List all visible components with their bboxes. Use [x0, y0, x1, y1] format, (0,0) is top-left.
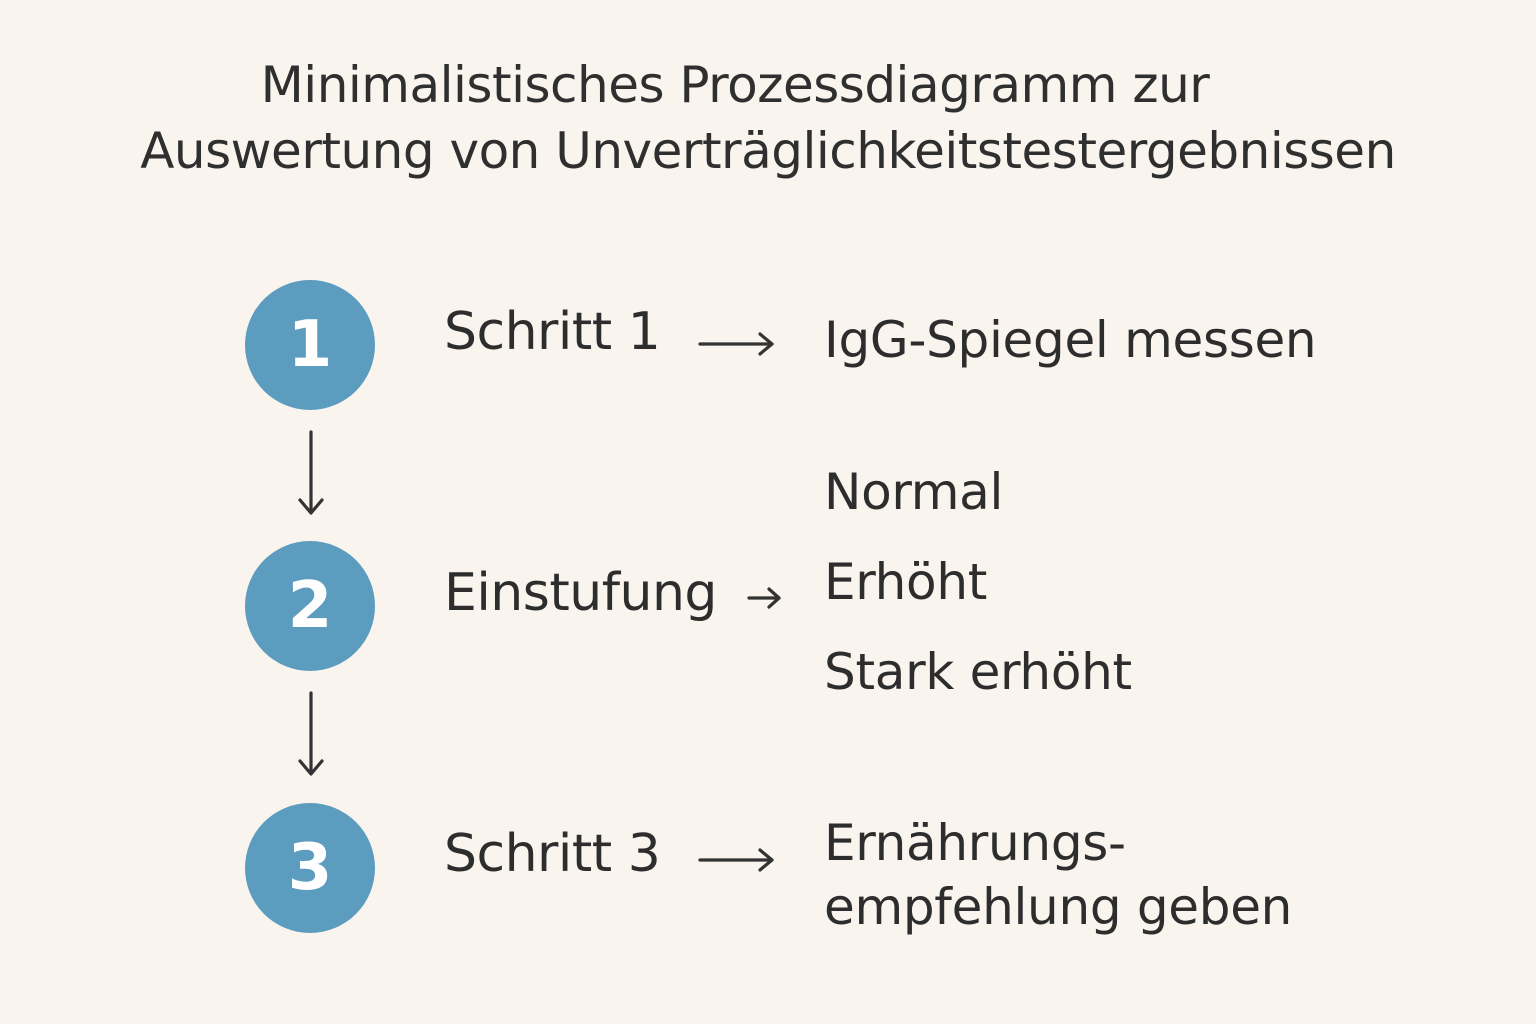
step-3-circle: 3	[245, 803, 375, 933]
page-title: Minimalistisches Prozessdiagramm zur Aus…	[0, 52, 1536, 184]
title-line-2: Auswertung von Unverträglichkeitstesterg…	[140, 122, 1396, 180]
right-arrow-icon	[698, 332, 774, 356]
step-3-number: 3	[287, 831, 333, 905]
step-1-label: Schritt 1	[444, 302, 661, 362]
step-3-result-line-1: Ernährungs-	[824, 814, 1126, 872]
step-1-circle: 1	[245, 280, 375, 410]
right-arrow-icon	[698, 848, 774, 872]
step-1-result: IgG-Spiegel messen	[824, 311, 1317, 369]
step-1-number: 1	[287, 308, 333, 382]
step-2-label: Einstufung	[444, 563, 717, 623]
title-line-1: Minimalistisches Prozessdiagramm zur	[260, 56, 1210, 114]
step-2-result-strongly-elevated: Stark erhöht	[824, 643, 1132, 701]
step-2-result-normal: Normal	[824, 463, 1004, 521]
step-3-label: Schritt 3	[444, 824, 661, 884]
step-2-circle: 2	[245, 541, 375, 671]
down-arrow-icon	[298, 691, 324, 776]
step-2-number: 2	[287, 569, 333, 643]
right-arrow-icon	[747, 587, 781, 609]
step-2-result-elevated: Erhöht	[824, 553, 988, 611]
down-arrow-icon	[298, 430, 324, 515]
step-3-result-line-2: empfehlung geben	[824, 878, 1293, 936]
